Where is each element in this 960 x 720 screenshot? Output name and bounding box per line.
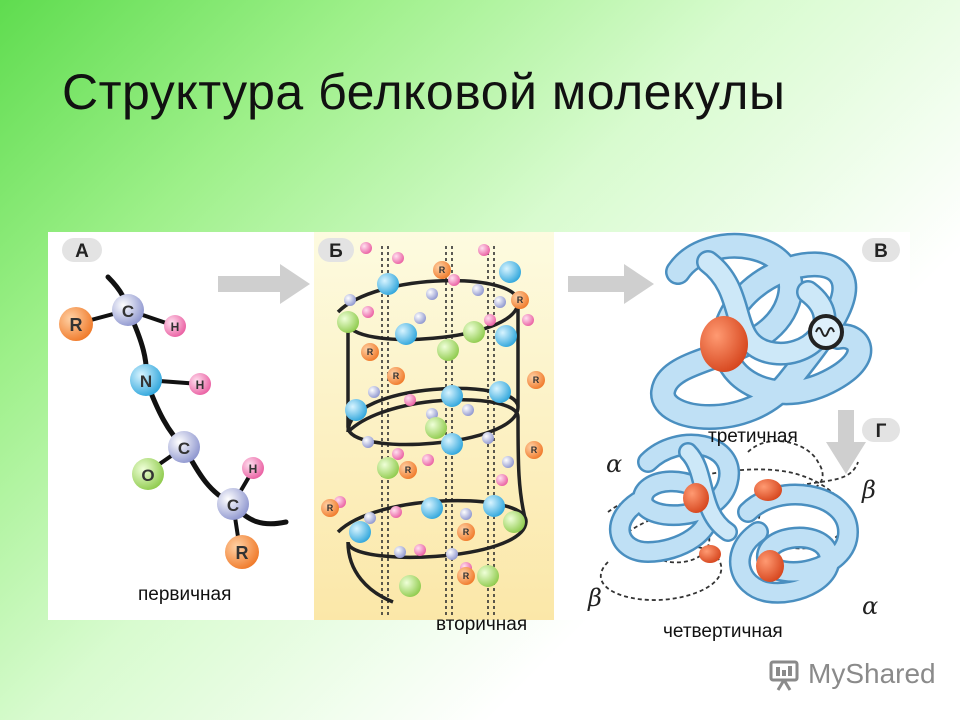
- r-atom: R: [321, 499, 339, 517]
- alpha-label: α: [606, 450, 622, 478]
- svg-text:R: R: [463, 527, 470, 537]
- svg-text:R: R: [439, 265, 446, 275]
- arrow-v-to-g: [826, 410, 866, 474]
- protein-structure-diagram: А R C H N: [59, 232, 900, 620]
- r-atom: R: [525, 441, 543, 459]
- svg-text:O: O: [141, 466, 154, 485]
- caption-quaternary: четвертичная: [663, 621, 783, 642]
- heme-group: [700, 316, 748, 372]
- caption-primary: первичная: [138, 584, 232, 605]
- h-atom: H: [189, 373, 211, 395]
- r-atom: R: [433, 261, 451, 279]
- panel-g-letter-badge: Г: [862, 418, 900, 442]
- svg-text:R: R: [367, 347, 374, 357]
- svg-text:R: R: [533, 375, 540, 385]
- arrow-a-to-b: [218, 264, 310, 304]
- panel-b-letter-badge: Б: [318, 238, 354, 262]
- svg-text:R: R: [236, 543, 249, 563]
- heme-group: [683, 479, 784, 582]
- svg-text:R: R: [393, 371, 400, 381]
- logo-text: MyShared: [808, 658, 936, 689]
- n-atom: N: [130, 364, 162, 396]
- svg-text:H: H: [249, 462, 258, 476]
- panel-a-letter-badge: А: [62, 238, 102, 262]
- beta-label: β: [587, 584, 602, 612]
- alpha-label: α: [862, 592, 878, 620]
- h-atom: H: [164, 315, 186, 337]
- caption-tertiary: третичная: [708, 426, 798, 447]
- svg-text:C: C: [178, 439, 190, 458]
- svg-text:R: R: [517, 295, 524, 305]
- slide-title: Структура белковой молекулы: [62, 64, 786, 120]
- svg-text:Г: Г: [876, 421, 887, 442]
- svg-text:H: H: [171, 320, 180, 334]
- panel-v-letter-badge: В: [862, 238, 900, 262]
- svg-text:C: C: [227, 496, 239, 515]
- svg-text:R: R: [327, 503, 334, 513]
- h-atom: H: [242, 457, 264, 479]
- r-atom: R: [511, 291, 529, 309]
- panel-a-primary: А R C H N: [59, 238, 289, 569]
- svg-text:В: В: [874, 241, 888, 262]
- c-atom: C: [217, 488, 249, 520]
- svg-text:А: А: [75, 241, 89, 262]
- svg-text:R: R: [405, 465, 412, 475]
- c-atom: C: [112, 294, 144, 326]
- r-atom: R: [59, 307, 93, 341]
- panel-b-secondary: Б: [314, 232, 554, 620]
- svg-text:H: H: [196, 378, 205, 392]
- presentation-board-icon: [769, 660, 799, 691]
- c-atom: C: [168, 431, 200, 463]
- r-atom: R: [457, 523, 475, 541]
- caption-secondary: вторичная: [436, 614, 528, 635]
- panel-g-quaternary: α β β α: [587, 433, 878, 620]
- protein-structure-figure: А R C H N: [48, 232, 910, 620]
- r-atom: R: [399, 461, 417, 479]
- panel-v-tertiary: В: [650, 232, 900, 430]
- helix-coil-icon: [808, 314, 844, 350]
- svg-text:R: R: [531, 445, 538, 455]
- svg-text:C: C: [122, 302, 134, 321]
- svg-text:N: N: [140, 372, 152, 391]
- r-atom: R: [225, 535, 259, 569]
- svg-text:R: R: [70, 315, 83, 335]
- svg-text:Б: Б: [329, 241, 343, 262]
- svg-text:R: R: [463, 571, 470, 581]
- arrow-b-to-v: [568, 264, 654, 304]
- r-atom: R: [527, 371, 545, 389]
- r-atom: R: [457, 567, 475, 585]
- beta-label: β: [861, 476, 876, 504]
- myshared-logo: MyShared: [768, 656, 938, 696]
- r-atom: R: [361, 343, 379, 361]
- o-atom: O: [132, 458, 164, 490]
- r-atom: R: [387, 367, 405, 385]
